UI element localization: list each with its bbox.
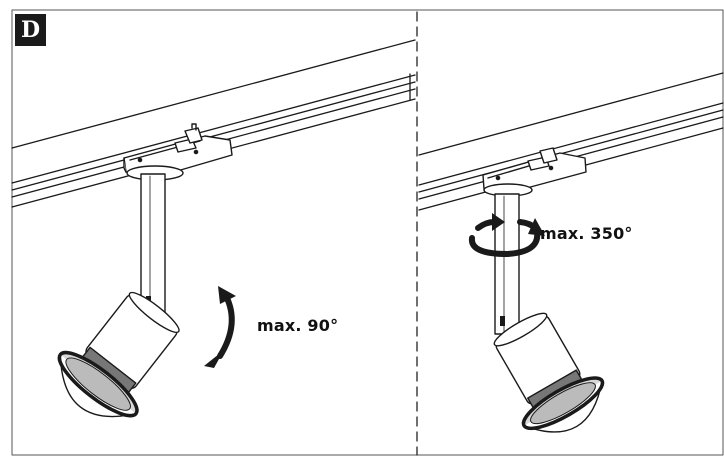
track-adapter <box>482 147 587 197</box>
stem <box>140 173 166 315</box>
track-adapter <box>123 123 233 181</box>
track-rail <box>418 72 724 211</box>
rotate-arrow-heads <box>492 213 545 236</box>
stem <box>494 193 520 335</box>
spotlight-head <box>57 291 180 418</box>
track-rail <box>11 39 416 208</box>
tilt-angle-label: max. 90° <box>257 316 339 335</box>
spotlight-head <box>493 312 605 433</box>
left-panel <box>11 39 416 418</box>
rotation-angle-label: max. 350° <box>540 224 633 243</box>
right-panel <box>418 72 724 433</box>
step-badge: D <box>15 14 46 46</box>
tilt-arrow-icon <box>204 286 236 368</box>
figure-frame <box>11 9 724 456</box>
